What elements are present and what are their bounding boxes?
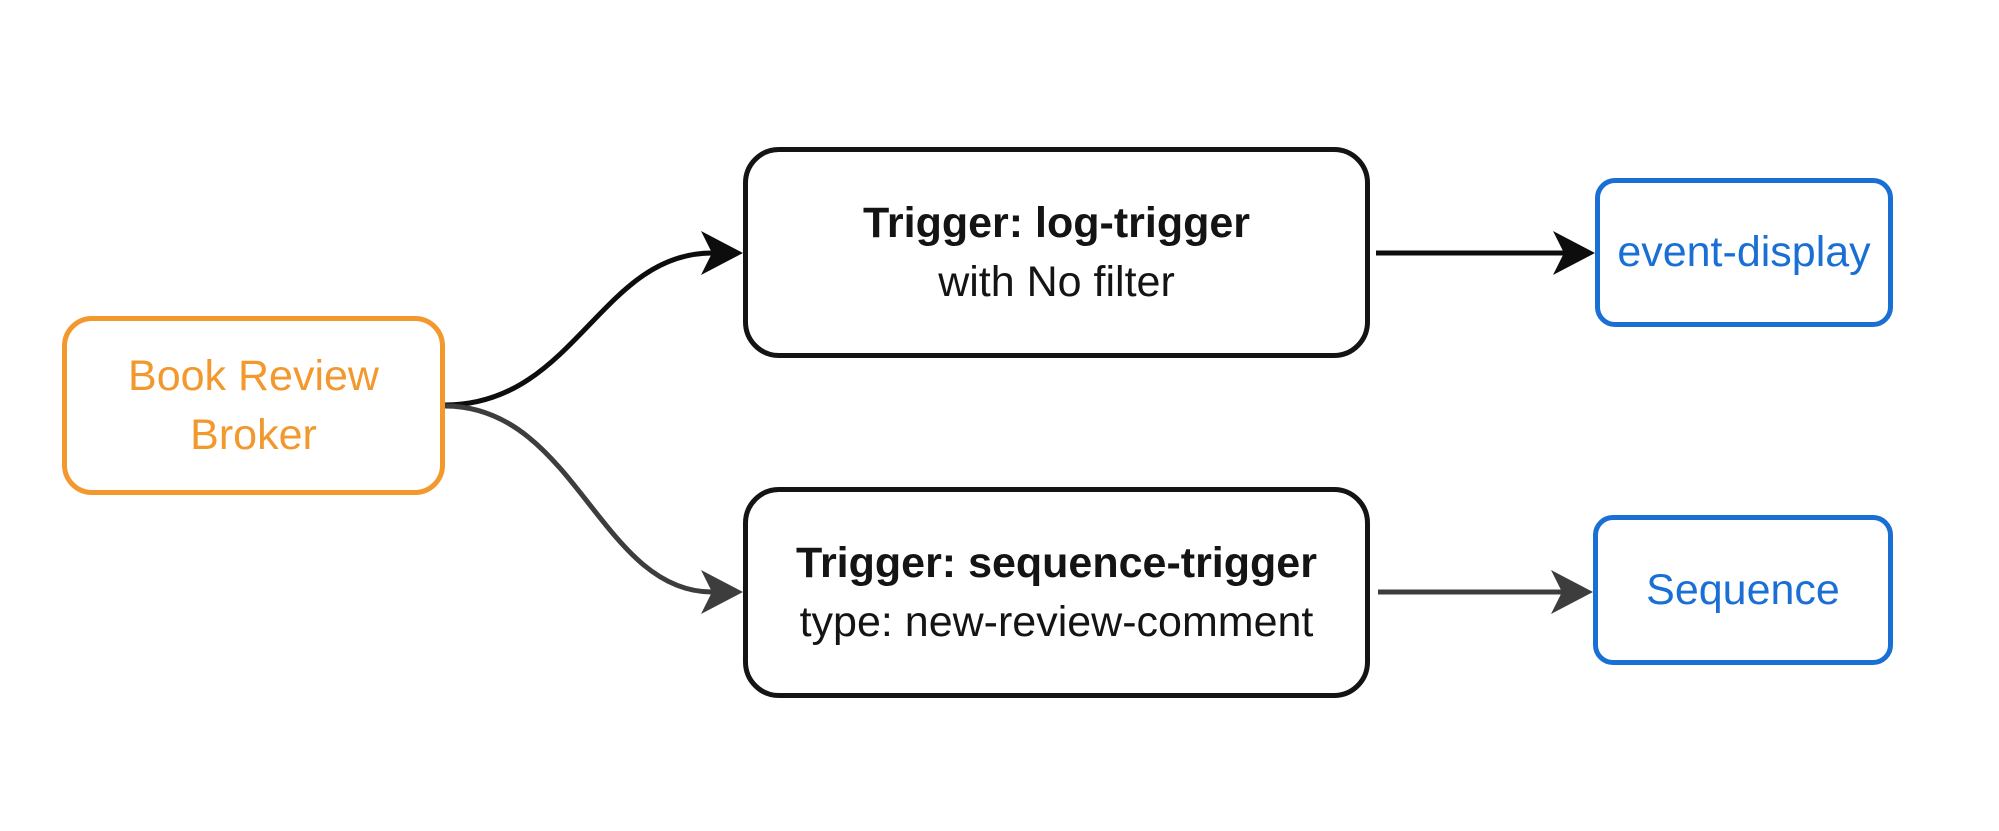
- node-trigger-log-trigger: Trigger: log-trigger with No filter: [743, 147, 1370, 358]
- node-label-line: type: new-review-comment: [799, 597, 1314, 646]
- node-label-line: Trigger: log-trigger: [863, 198, 1250, 247]
- node-label-line: event-display: [1617, 228, 1871, 276]
- arrowhead-broker-to-log-trigger: [701, 231, 743, 275]
- node-label-line: Book Review: [128, 351, 379, 400]
- edge-broker-to-sequence-trigger: [442, 403, 715, 595]
- node-label-line: Sequence: [1646, 565, 1840, 614]
- node-event-display: event-display: [1595, 178, 1893, 327]
- edge-broker-to-log-trigger: [442, 250, 715, 408]
- node-label-line: Trigger: sequence-trigger: [796, 538, 1317, 587]
- node-trigger-sequence-trigger: Trigger: sequence-trigger type: new-revi…: [743, 487, 1370, 698]
- node-book-review-broker: Book Review Broker: [62, 316, 445, 495]
- arrowhead-sequence-trigger-to-sequence: [1551, 570, 1593, 614]
- arrowhead-broker-to-sequence-trigger: [701, 570, 743, 614]
- node-label-line: with No filter: [938, 257, 1175, 306]
- node-label-line: Broker: [190, 410, 317, 459]
- node-sequence: Sequence: [1593, 515, 1893, 665]
- arrowhead-log-trigger-to-event-display: [1553, 231, 1595, 275]
